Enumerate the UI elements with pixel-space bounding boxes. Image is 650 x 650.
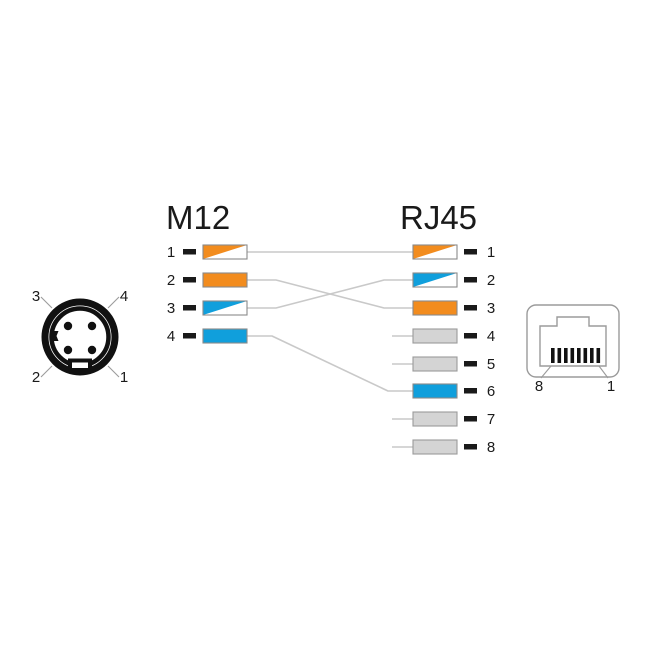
m12-dash-2 (183, 277, 196, 283)
m12-dash-3 (183, 305, 196, 311)
m12-leader-3 (40, 296, 53, 309)
m12-face-label-1: 1 (119, 369, 129, 386)
rj45-pin-number-7: 7 (486, 411, 496, 428)
wire-m12-3-to-rj45-2 (247, 279, 413, 309)
rj45-pin-number-4: 4 (486, 328, 496, 345)
rj45-jack-label-1: 1 (606, 378, 616, 395)
rj45-pin-number-5: 5 (486, 356, 496, 373)
m12-keyway-tab-bottom (68, 358, 92, 372)
m12-pin-contact-3 (63, 321, 73, 331)
rj45-pin-row-2 (412, 272, 477, 288)
rj45-swatch-7 (412, 411, 458, 427)
rj45-dash-7 (464, 416, 477, 422)
m12-face-label-2: 2 (31, 369, 41, 386)
m12-pin-number-4: 4 (166, 328, 176, 345)
rj45-pin-number-2: 2 (486, 272, 496, 289)
rj45-dash-4 (464, 333, 477, 339)
rj45-dash-5 (464, 361, 477, 367)
rj45-pin-row-6 (412, 383, 477, 399)
rj45-pin-row-4 (412, 328, 477, 344)
rj45-swatch-1 (412, 244, 458, 260)
rj45-dash-1 (464, 249, 477, 255)
m12-face-label-4: 4 (119, 288, 129, 305)
rj45-swatch-4 (412, 328, 458, 344)
rj45-pin-row-5 (412, 356, 477, 372)
rj45-dash-6 (464, 388, 477, 394)
m12-pin-row-4 (183, 328, 248, 344)
m12-swatch-1 (202, 244, 248, 260)
rj45-jack-face (526, 304, 620, 379)
m12-face-label-3: 3 (31, 288, 41, 305)
rj45-dash-3 (464, 305, 477, 311)
m12-dash-4 (183, 333, 196, 339)
m12-inner-face (49, 306, 111, 368)
m12-pin-row-2 (183, 272, 248, 288)
m12-pin-contact-4 (87, 321, 97, 331)
rj45-dash-8 (464, 444, 477, 450)
wire-bundle (247, 251, 413, 448)
wire-m12-4-to-rj45-6 (247, 335, 413, 392)
m12-leader-2 (40, 365, 53, 378)
m12-swatch-3 (202, 300, 248, 316)
m12-pin-row-3 (183, 300, 248, 316)
rj45-pin-row-1 (412, 244, 477, 260)
m12-pin-contact-2 (63, 345, 73, 355)
m12-pin-contact-1 (87, 345, 97, 355)
rj45-jack-leader-1 (598, 365, 609, 379)
rj45-title: RJ45 (400, 199, 478, 236)
rj45-jack-leader-8 (540, 365, 552, 379)
rj45-pin-row-7 (412, 411, 477, 427)
m12-connector-face (40, 296, 120, 378)
rj45-pin-number-6: 6 (486, 383, 496, 400)
m12-swatch-4 (202, 328, 248, 344)
rj45-swatch-3 (412, 300, 458, 316)
m12-pin-number-1: 1 (166, 244, 176, 261)
m12-keyway-notch-left (52, 331, 59, 341)
m12-pin-number-2: 2 (166, 272, 176, 289)
rj45-pin-number-3: 3 (486, 300, 496, 317)
rj45-swatch-6 (412, 383, 458, 399)
rj45-jack-opening (539, 316, 607, 367)
rj45-pin-number-8: 8 (486, 439, 496, 456)
rj45-jack-contacts (551, 348, 601, 363)
rj45-swatch-8 (412, 439, 458, 455)
rj45-jack-label-8: 8 (534, 378, 544, 395)
m12-swatch-2 (202, 272, 248, 288)
m12-title: M12 (166, 199, 231, 236)
m12-pin-column (183, 244, 248, 344)
rj45-swatch-5 (412, 356, 458, 372)
m12-leader-1 (107, 365, 120, 378)
rj45-swatch-2 (412, 272, 458, 288)
rj45-pin-row-3 (412, 300, 477, 316)
rj45-pin-number-1: 1 (486, 244, 496, 261)
m12-leader-4 (107, 296, 120, 309)
rj45-dash-2 (464, 277, 477, 283)
m12-pin-number-3: 3 (166, 300, 176, 317)
m12-dash-1 (183, 249, 196, 255)
m12-pin-row-1 (183, 244, 248, 260)
rj45-pin-column (412, 244, 477, 455)
rj45-pin-row-8 (412, 439, 477, 455)
